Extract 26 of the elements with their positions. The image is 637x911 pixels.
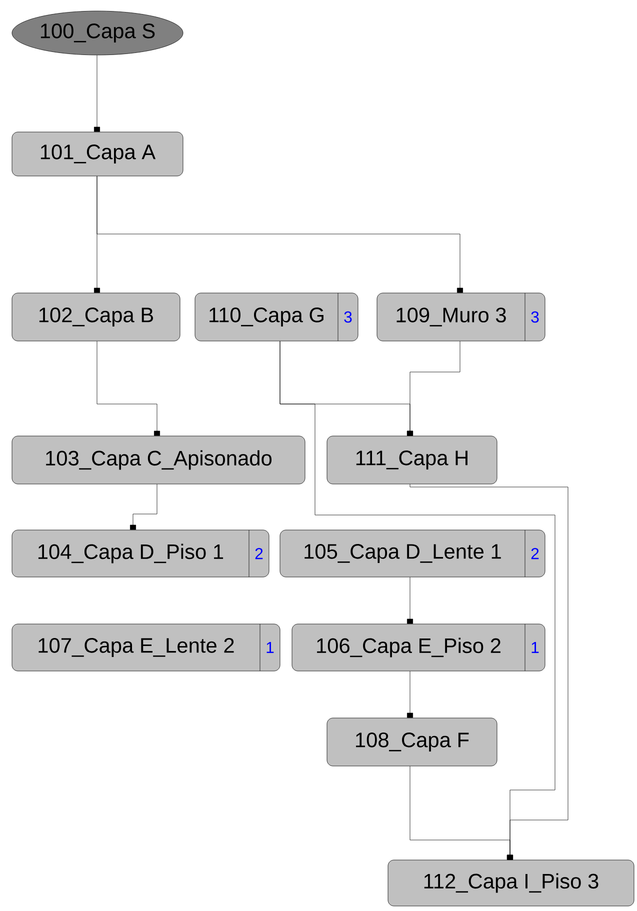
connector <box>130 484 158 530</box>
count-number: 3 <box>531 311 539 323</box>
connector <box>410 766 513 860</box>
layer-box: 110_Capa G 3 <box>194 292 358 342</box>
connector <box>94 55 100 132</box>
connector <box>407 671 413 718</box>
count-number: 2 <box>531 548 539 560</box>
layer-box: 102_Capa B <box>12 292 180 342</box>
layer-box: 108_Capa F <box>326 718 498 766</box>
connector <box>96 341 160 436</box>
layer-box: 101_Capa A <box>12 132 184 176</box>
layer-box: 105_Capa D_Lente 1 2 <box>280 530 546 578</box>
layer-box: 111_Capa H <box>326 436 498 484</box>
layer-box: 106_Capa E_Piso 2 1 <box>292 624 546 672</box>
count-number: 1 <box>266 642 274 653</box>
count-number: 3 <box>344 311 352 323</box>
count-number: 1 <box>532 642 539 653</box>
layer-box: 103_Capa C_Apisonado <box>12 436 306 484</box>
connector <box>407 341 460 436</box>
connector <box>96 176 463 293</box>
layer-box: 107_Capa E_Lente 2 1 <box>12 624 280 672</box>
count-number: 2 <box>255 548 263 560</box>
connector <box>407 577 413 624</box>
layer-box: 112_Capa I_Piso 3 <box>388 860 634 906</box>
layer-box: 109_Muro 3 3 <box>376 292 546 342</box>
layer-box: 104_Capa D_Piso 1 2 <box>12 530 270 578</box>
